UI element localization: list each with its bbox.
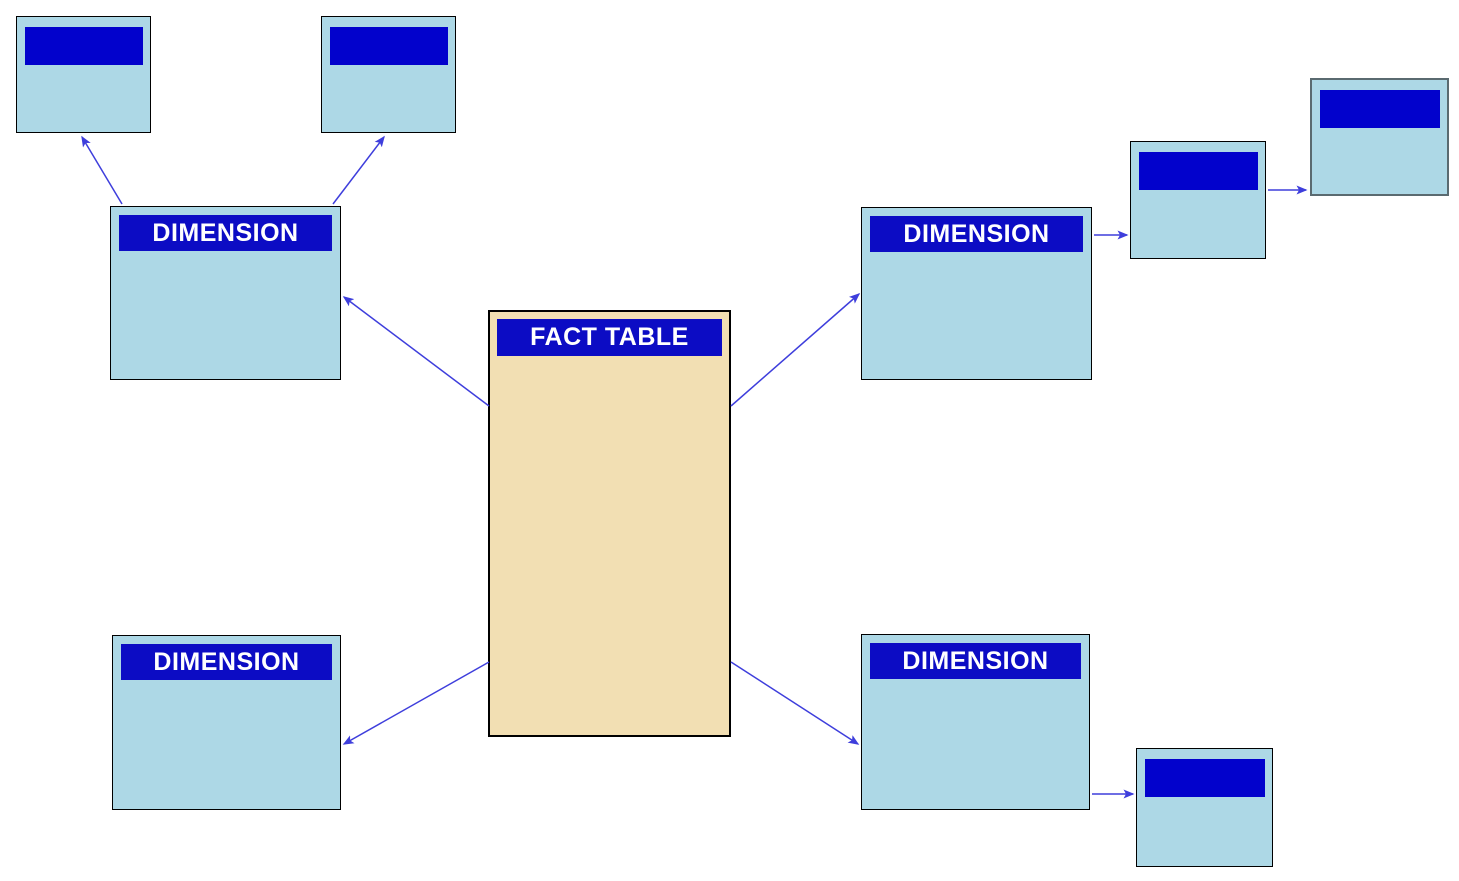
dimension-node-bottom-right: DIMENSION [861, 634, 1090, 810]
arrow-fact-to-dimension-bottom-right [730, 661, 860, 745]
subdimension-node-right-middle [1130, 141, 1266, 259]
subdimension-node-bottom-right [1136, 748, 1273, 867]
dimension-header: DIMENSION [121, 644, 332, 680]
arrow-dimension-to-subdim-top-left-2 [332, 135, 385, 205]
dimension-node-bottom-left: DIMENSION [112, 635, 341, 810]
subdimension-title-bar [1139, 152, 1258, 190]
arrow-dimension-to-subdim-top-left-1 [81, 135, 123, 205]
dimension-node-top-left: DIMENSION [110, 206, 341, 380]
arrow-fact-to-dimension-top-right [730, 293, 861, 407]
dimension-node-top-right: DIMENSION [861, 207, 1092, 380]
subdimension-title-bar [330, 27, 448, 65]
subdimension-node-top-left-1 [16, 16, 151, 133]
subdimension-title-bar [1320, 90, 1440, 128]
fact-table-header: FACT TABLE [497, 319, 722, 356]
subdimension-node-top-left-2 [321, 16, 456, 133]
subdimension-title-bar [25, 27, 143, 65]
subdimension-title-bar [1145, 759, 1265, 797]
fact-table-node: FACT TABLE [488, 310, 731, 737]
dimension-header: DIMENSION [870, 643, 1081, 679]
arrow-fact-to-dimension-bottom-left [342, 661, 490, 745]
subdimension-node-top-right-far [1310, 78, 1449, 196]
arrow-fact-to-dimension-top-left [342, 296, 490, 407]
dimension-header: DIMENSION [870, 216, 1083, 252]
dimension-header: DIMENSION [119, 215, 332, 251]
